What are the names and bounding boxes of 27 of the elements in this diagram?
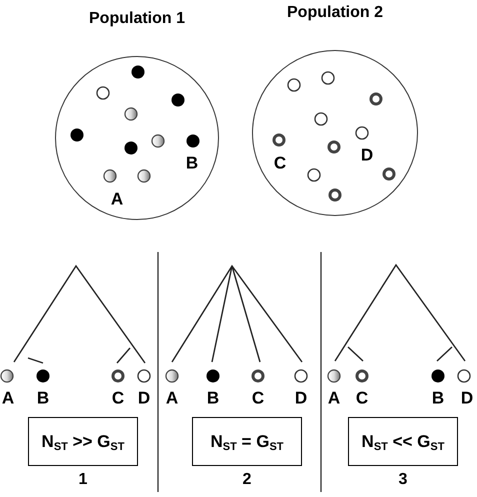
formula-text: N$_{ST}$ >> G$_{ST}$ — [42, 430, 124, 454]
formula-text: N$_{ST}$ << G$_{ST}$ — [362, 430, 444, 454]
letter-label: C — [356, 390, 368, 406]
letter-label: D — [138, 390, 150, 406]
letter-label: C — [274, 154, 286, 172]
population-heading: Population 1 — [89, 9, 185, 29]
letter-label: D — [460, 390, 474, 406]
letter-label: D — [294, 390, 308, 406]
formula-box — [28, 417, 138, 466]
letter-label: C — [112, 390, 124, 406]
letter-label: D — [360, 146, 374, 164]
letter-label: B — [186, 154, 198, 172]
letter-label: A — [110, 190, 124, 208]
letter-label: B — [36, 390, 50, 406]
letter-label: A — [2, 390, 14, 406]
panel-number: 1 — [78, 472, 88, 488]
letter-label: A — [328, 390, 340, 406]
population-heading: Population 2 — [287, 3, 383, 23]
letter-label: B — [206, 390, 220, 406]
panel-number: 2 — [242, 472, 252, 488]
letter-label: C — [252, 390, 264, 406]
letter-label: B — [432, 390, 444, 406]
formula-text: N$_{ST}$ = G$_{ST}$ — [210, 430, 284, 454]
formula-box — [192, 417, 302, 466]
panel-number: 3 — [398, 472, 408, 488]
letter-label: A — [166, 390, 178, 406]
formula-box — [348, 417, 458, 466]
